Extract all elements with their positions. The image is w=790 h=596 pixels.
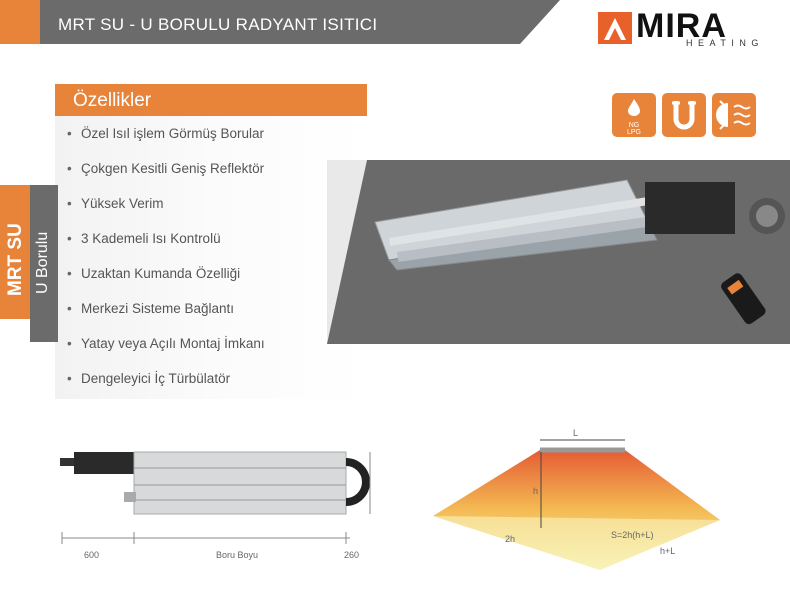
flame-icon bbox=[628, 99, 640, 116]
logo-word: MIRA bbox=[636, 7, 727, 45]
logo-subtitle: HEATING bbox=[686, 38, 764, 48]
radiant-heat-icon bbox=[716, 100, 751, 130]
gas-badge: NG LPG bbox=[612, 93, 656, 137]
rad-width: 2h bbox=[505, 534, 515, 544]
rad-height: h bbox=[533, 486, 538, 496]
feature-item: Yüksek Verim bbox=[67, 196, 265, 231]
radiant-heat-badge bbox=[712, 93, 756, 137]
radiation-coverage-diagram: L h 2h S=2h(h+L) h+L bbox=[433, 428, 720, 570]
gas-badge-lpg: LPG bbox=[626, 129, 641, 136]
feature-item: Yatay veya Açılı Montaj İmkanı bbox=[67, 336, 265, 371]
title-bar-shape bbox=[0, 0, 560, 44]
title-bar: MRT SU - U BORULU RADYANT ISITICI bbox=[0, 0, 560, 50]
logo-flame-icon bbox=[598, 12, 632, 44]
rad-area: S=2h(h+L) bbox=[611, 530, 654, 540]
mira-logo: MIRA HEATING bbox=[598, 7, 764, 52]
gas-badge-ng: NG bbox=[628, 122, 640, 129]
dim-left: 600 bbox=[84, 550, 99, 560]
feature-item: 3 Kademeli Isı Kontrolü bbox=[67, 231, 265, 266]
rad-length: L bbox=[573, 428, 578, 438]
dimension-drawing: 600 Boru Boyu 260 630 bbox=[60, 451, 371, 560]
feature-item: Özel Isıl işlem Görmüş Borular bbox=[67, 126, 265, 161]
heater-tubes-icon bbox=[374, 179, 696, 271]
model-name: MRT SU bbox=[5, 223, 26, 296]
page-title: MRT SU - U BORULU RADYANT ISITICI bbox=[58, 15, 378, 34]
u-tube-icon bbox=[672, 101, 696, 130]
u-tube-badge bbox=[662, 93, 706, 137]
side-gray-bar bbox=[30, 185, 58, 342]
feature-item: Uzaktan Kumanda Özelliği bbox=[67, 266, 265, 301]
feature-item: Çokgen Kesitli Geniş Reflektör bbox=[67, 161, 265, 196]
feature-item: Merkezi Sisteme Bağlantı bbox=[67, 301, 265, 336]
heater-product-image bbox=[327, 160, 785, 344]
feature-item: Dengeleyici İç Türbülatör bbox=[67, 371, 265, 406]
product-image-area bbox=[327, 160, 790, 344]
rad-depth: h+L bbox=[660, 546, 675, 556]
dim-middle: Boru Boyu bbox=[216, 550, 258, 560]
side-orange-bar bbox=[0, 185, 30, 319]
features-panel: Özel Isıl işlem Görmüş Borular Çokgen Ke… bbox=[55, 116, 367, 399]
remote-control-icon bbox=[721, 273, 766, 325]
model-subtitle: U Borulu bbox=[34, 231, 51, 294]
features-heading: Özellikler bbox=[55, 84, 367, 116]
dim-right: 260 bbox=[344, 550, 359, 560]
features-list: Özel Isıl işlem Görmüş Borular Çokgen Ke… bbox=[67, 126, 265, 406]
burner-box-icon bbox=[645, 182, 735, 234]
